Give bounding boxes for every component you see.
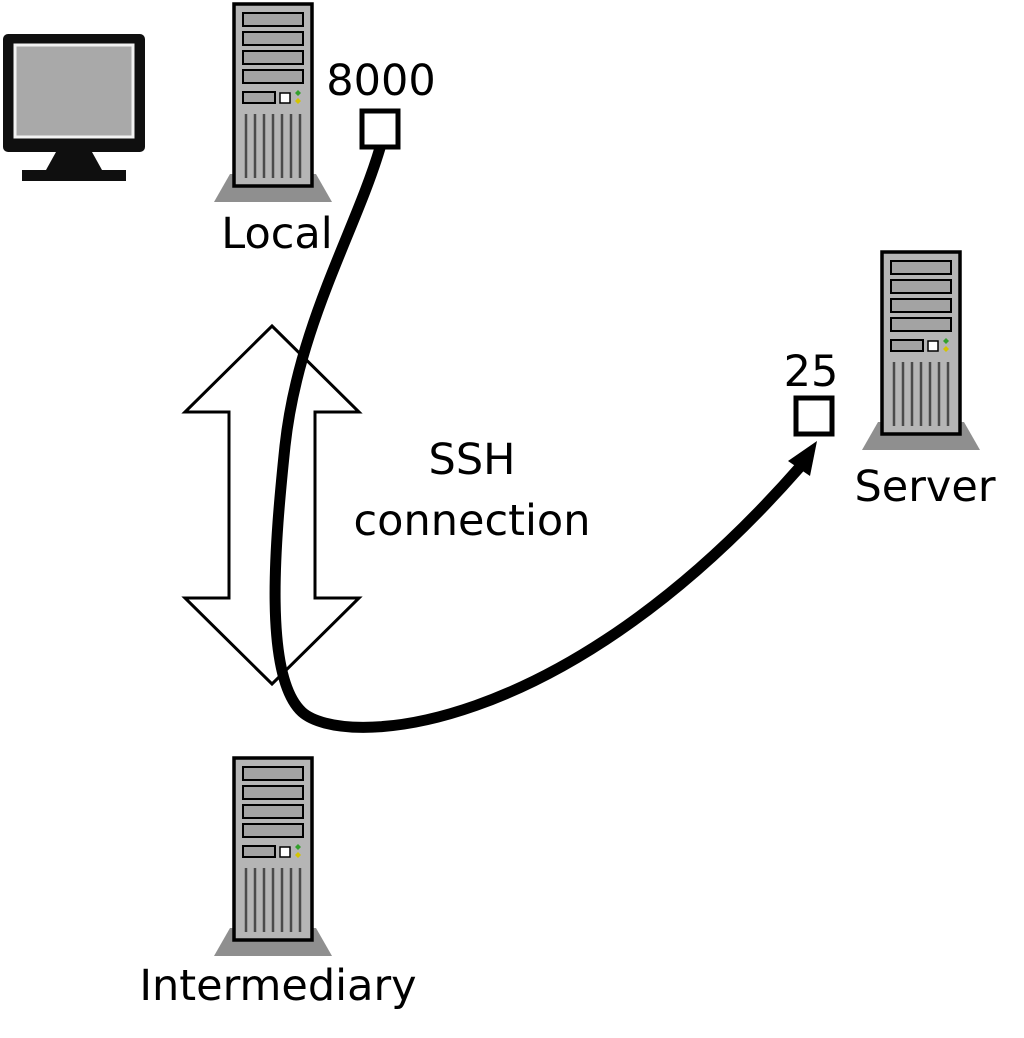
- server-port-box: [793, 395, 835, 437]
- server-port-label: 25: [783, 347, 839, 397]
- ssh-connection-label-line2: connection: [353, 496, 591, 547]
- server-computer-icon: [860, 250, 982, 452]
- monitor-icon: [3, 34, 145, 181]
- forwarding-arrowhead-icon: [788, 441, 817, 476]
- intermediary-node-label: Intermediary: [139, 961, 417, 1011]
- ssh-connection-label: SSH connection: [327, 430, 617, 552]
- ssh-connection-label-line1: SSH: [428, 435, 516, 485]
- local-port-box: [359, 108, 401, 150]
- ssh-connection-arrow: [181, 323, 363, 687]
- local-port-label: 8000: [326, 56, 436, 106]
- local-computer-icon: [212, 2, 334, 204]
- server-node-label: Server: [854, 462, 996, 512]
- local-node-label: Local: [221, 209, 333, 259]
- port-forwarding-curve: [269, 142, 805, 733]
- intermediary-computer-icon: [212, 756, 334, 958]
